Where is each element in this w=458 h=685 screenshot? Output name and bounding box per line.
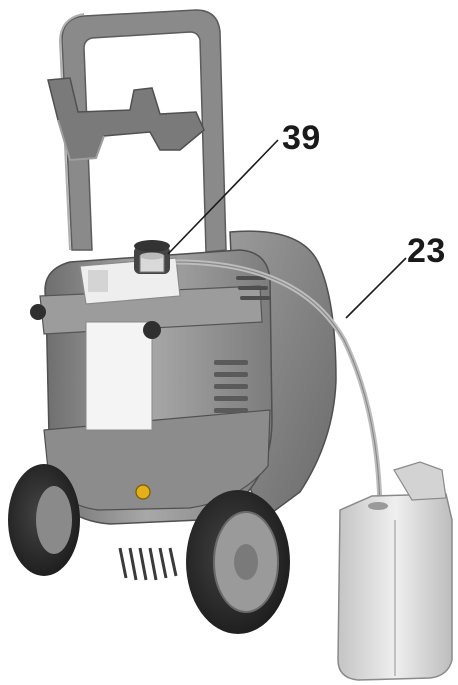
hose-holder-bracket bbox=[47, 77, 205, 162]
callout-39-leader bbox=[167, 139, 279, 255]
callout-39-label: 39 bbox=[282, 119, 321, 157]
front-grille bbox=[118, 547, 178, 581]
callout-23-leader bbox=[345, 257, 407, 319]
front-knob bbox=[143, 321, 161, 339]
callout-23-label: 23 bbox=[407, 232, 446, 270]
machine-body bbox=[39, 230, 337, 525]
detergent-canister bbox=[337, 461, 453, 681]
right-wheel bbox=[186, 490, 290, 634]
left-knob bbox=[30, 304, 46, 320]
inner-white-panel bbox=[85, 321, 153, 431]
left-wheel bbox=[8, 464, 80, 576]
detergent-tank-cap bbox=[134, 240, 170, 274]
yellow-selector bbox=[135, 484, 151, 500]
